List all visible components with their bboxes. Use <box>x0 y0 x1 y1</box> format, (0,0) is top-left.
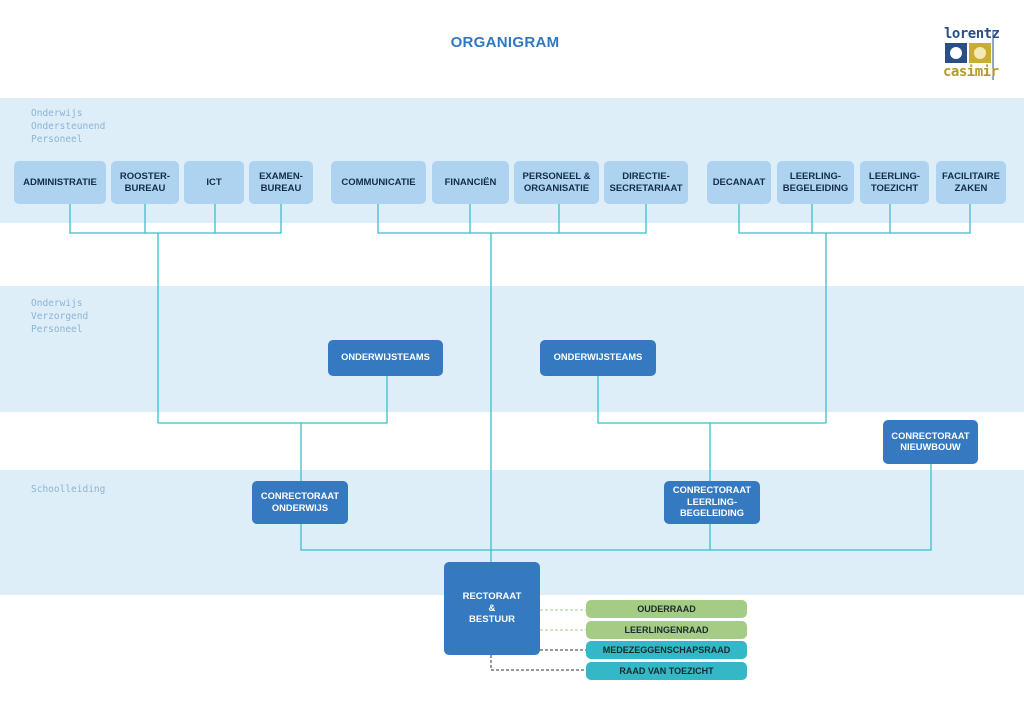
dept-examenbureau: EXAMEN- BUREAU <box>249 161 313 204</box>
band-label-ondersteunend: Onderwijs Ondersteunend Personeel <box>31 108 106 145</box>
band-verzorgend <box>0 286 1024 412</box>
dept-decanaat: DECANAAT <box>707 161 771 204</box>
dept-leerlingbegeleiding: LEERLING- BEGELEIDING <box>777 161 854 204</box>
logo-emblem-icon <box>945 30 994 80</box>
council-leerlingenraad: LEERLINGENRAAD <box>586 621 747 639</box>
conrectoraat-leerlingbegeleiding: CONRECTORAAT LEERLING- BEGELEIDING <box>664 481 760 524</box>
band-label-schoolleiding: Schoolleiding <box>31 484 106 495</box>
council-medezeggenschapsraad: MEDEZEGGENSCHAPSRAAD <box>586 641 747 659</box>
team-onderwijsteams-2: ONDERWIJSTEAMS <box>540 340 656 376</box>
rectoraat-bestuur: RECTORAAT & BESTUUR <box>444 562 540 655</box>
dept-financien: FINANCIËN <box>432 161 509 204</box>
conrectoraat-nieuwbouw: CONRECTORAAT NIEUWBOUW <box>883 420 978 464</box>
dept-personeel-organisatie: PERSONEEL & ORGANISATIE <box>514 161 599 204</box>
dept-roosterbureau: ROOSTER- BUREAU <box>111 161 179 204</box>
logo-text-top: lorentz <box>944 26 1000 42</box>
council-raad-van-toezicht: RAAD VAN TOEZICHT <box>586 662 747 680</box>
dept-communicatie: COMMUNICATIE <box>331 161 426 204</box>
school-logo: lorentz casimir <box>942 26 1000 84</box>
band-label-verzorgend: Onderwijs Verzorgend Personeel <box>31 298 89 335</box>
conrectoraat-onderwijs: CONRECTORAAT ONDERWIJS <box>252 481 348 524</box>
team-onderwijsteams-1: ONDERWIJSTEAMS <box>328 340 443 376</box>
dept-ict: ICT <box>184 161 244 204</box>
dept-directiesecretariaat: DIRECTIE- SECRETARIAAT <box>604 161 688 204</box>
dept-facilitaire-zaken: FACILITAIRE ZAKEN <box>936 161 1006 204</box>
logo-text-bottom: casimir <box>943 64 999 80</box>
council-ouderraad: OUDERRAAD <box>586 600 747 618</box>
dept-administratie: ADMINISTRATIE <box>14 161 106 204</box>
dept-leerlingtoezicht: LEERLING- TOEZICHT <box>860 161 929 204</box>
page-title: ORGANIGRAM <box>450 34 560 51</box>
